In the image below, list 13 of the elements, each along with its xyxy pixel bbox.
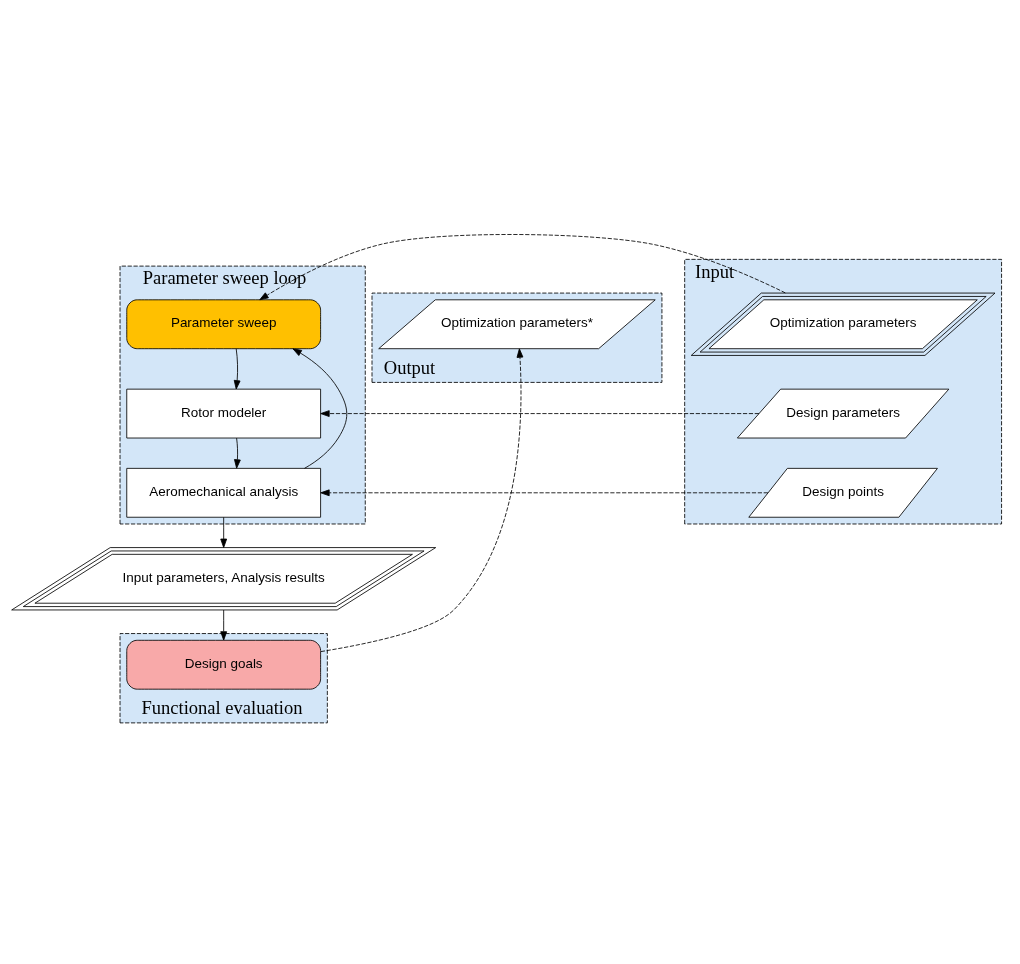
arrow — [233, 348, 241, 390]
arrow — [220, 516, 228, 548]
arrow — [259, 234, 786, 301]
node-box: Design goals — [126, 639, 322, 690]
arrow — [320, 410, 760, 417]
node-box: Aeromechanical analysis — [126, 467, 322, 518]
node-box: Parameter sweep — [126, 299, 322, 350]
arrow — [320, 489, 769, 497]
arrow — [320, 348, 524, 652]
arrow — [292, 348, 348, 469]
arrow — [220, 609, 228, 641]
arrow — [234, 437, 241, 469]
node-box: Rotor modeler — [126, 388, 322, 439]
